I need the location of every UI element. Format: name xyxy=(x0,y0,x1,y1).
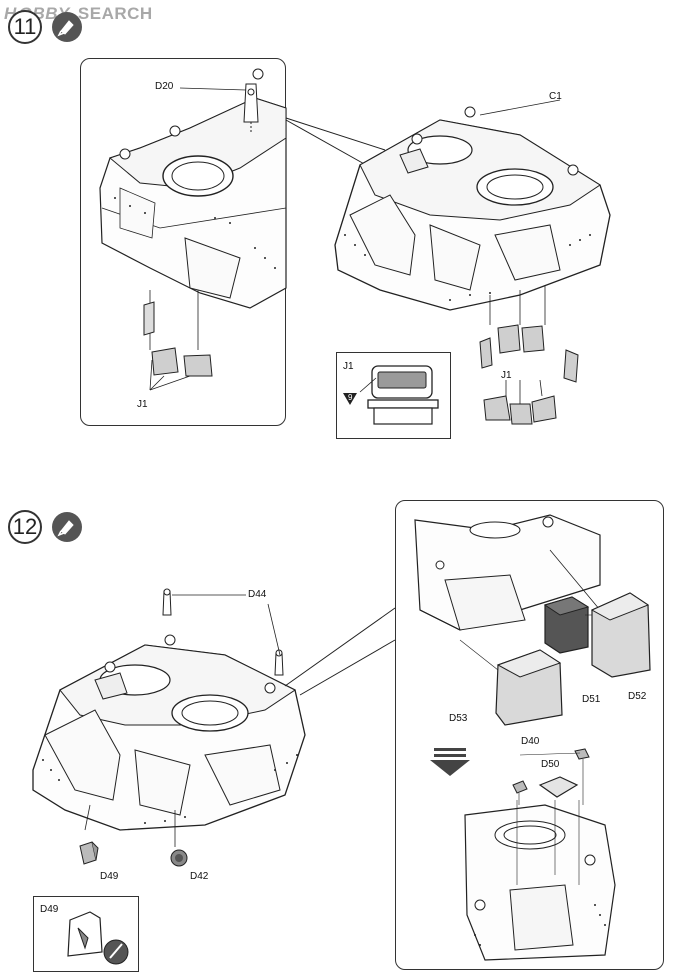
label-d53: D53 xyxy=(449,713,468,724)
step-11-number: 11 xyxy=(8,10,42,44)
label-inset-ref: 9 xyxy=(348,393,353,402)
step-12-detail-upper-turret xyxy=(414,514,601,631)
step-12-d40-d50-parts xyxy=(512,748,590,805)
step-11-number-text: 11 xyxy=(13,14,37,39)
step-12-d49-inset-part xyxy=(67,911,129,965)
flow-down-arrow-icon xyxy=(430,748,470,776)
label-j1-left: J1 xyxy=(137,399,148,410)
step-11-detail-turret xyxy=(99,68,287,309)
part-d49 xyxy=(79,841,99,865)
step-12-armor-parts xyxy=(459,592,651,726)
label-d44: D44 xyxy=(248,589,267,600)
label-d52: D52 xyxy=(628,691,647,702)
step-12-number-text: 12 xyxy=(12,514,38,539)
label-c1: C1 xyxy=(549,91,562,102)
watermark-word: SEARCH xyxy=(77,4,153,23)
label-d20: D20 xyxy=(155,81,174,92)
step-11-j1-inset-part xyxy=(359,365,439,425)
part-d42 xyxy=(170,849,188,867)
step-11-right-j1-parts xyxy=(479,324,579,425)
label-d49: D49 xyxy=(100,871,119,882)
step-12-number: 12 xyxy=(8,510,42,544)
label-inset-j1: J1 xyxy=(343,361,354,372)
step-12-main-turret xyxy=(32,588,306,847)
paint-ref-badge xyxy=(343,393,357,405)
label-d40: D40 xyxy=(521,736,540,747)
label-inset-d49: D49 xyxy=(40,904,59,915)
label-j1-right: J1 xyxy=(501,370,512,381)
step-11-main-turret xyxy=(334,99,611,325)
step-12-glue-tube-icon xyxy=(52,512,82,542)
step-11-glue-tube-icon xyxy=(52,12,82,42)
label-d51: D51 xyxy=(582,694,601,705)
step-12-detail-lower-turret xyxy=(464,800,616,961)
label-d50: D50 xyxy=(541,759,560,770)
label-d42: D42 xyxy=(190,871,209,882)
step-11-left-j1-parts xyxy=(143,290,213,391)
